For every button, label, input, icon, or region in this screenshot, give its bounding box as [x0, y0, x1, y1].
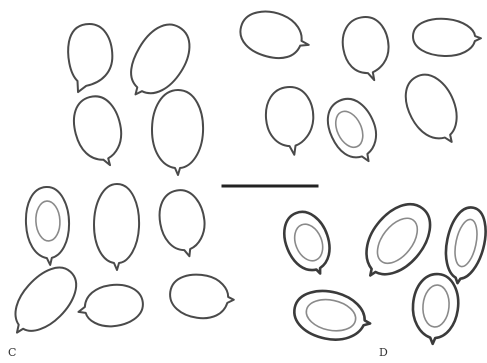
spore: [319, 91, 387, 170]
spore: [235, 5, 314, 66]
panel-label-c: C: [8, 346, 16, 359]
spore: [290, 285, 375, 347]
panel-a: [64, 15, 203, 175]
spore: [155, 187, 210, 261]
spore: [68, 91, 130, 171]
spore: [412, 18, 481, 57]
spore: [64, 21, 117, 92]
spore: [439, 204, 487, 287]
spore: [276, 205, 339, 281]
spore: [24, 186, 71, 266]
panel-b: [235, 5, 481, 171]
panel-label-d: D: [379, 346, 388, 359]
spore: [75, 281, 145, 331]
panel-d: [276, 192, 487, 347]
spore: [0, 257, 87, 347]
spore: [263, 85, 316, 157]
spore: [338, 14, 394, 85]
spore: [410, 272, 461, 346]
spore: [152, 90, 203, 175]
spore: [167, 271, 236, 323]
spore: [94, 184, 139, 270]
panel-c: [0, 184, 237, 347]
spore: [396, 66, 471, 153]
